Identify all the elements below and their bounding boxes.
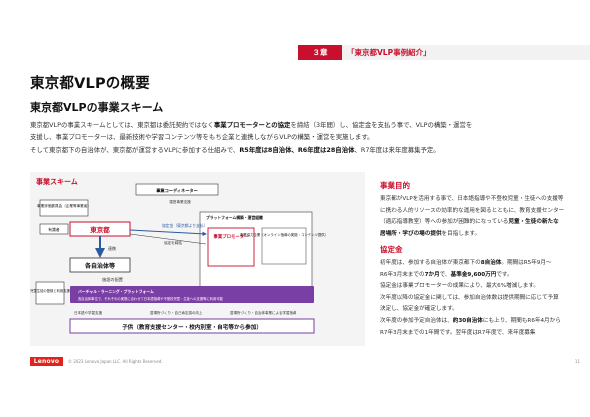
support-mid-text: 居場所づくり・自己肯定感の向上: [150, 310, 203, 315]
agreement-sub-text: 協定を締結: [164, 240, 182, 245]
partners-box: [261, 227, 307, 265]
purpose-heading: 事業目的: [380, 181, 410, 190]
funding-section: 協定金 初年度は、参加する自治体が東京都下の8自治体。期間はR5年9月～ R6年…: [380, 244, 580, 339]
page-number: 11: [574, 359, 580, 364]
children-box: [69, 318, 315, 334]
support-right-text: 居場所づくり・自治体事業による学習指導: [230, 310, 297, 315]
purpose-text: 東京都がVLPを活用する事で、日本語指導や不登校児童・生徒への支援等 に携わる人…: [380, 196, 565, 237]
chapter-number: ３章: [298, 45, 342, 60]
lenovo-logo: Lenovo: [30, 357, 63, 366]
funding-heading: 協定金: [380, 245, 403, 254]
support-left-text: 日本語や学習支援: [74, 310, 102, 315]
learning-platform-sub: 各自治体単位で、それぞれの実態に合わせて日本語指導や不登校児童・生徒への支援等に…: [78, 296, 224, 301]
scheme-diagram-svg: 事業コーディネーター 運営事業支援 事業評価委員会（企業等事業者） 有識者 東京…: [30, 183, 328, 334]
coordinator-box: [135, 183, 219, 196]
council-box: [39, 223, 69, 235]
council-text: 有識者: [48, 227, 60, 232]
page-title: 東京都VLPの概要: [30, 76, 150, 92]
diagram-label: 事業スキーム: [36, 178, 78, 186]
chapter-title: 「東京都VLP事例紹介」: [342, 45, 590, 60]
agreement-text: 協定金（東京都より支払）: [162, 223, 208, 228]
intro-paragraph: 東京都VLPの事業スキームとしては、東京都は委託契約ではなく事業プロモーターとの…: [30, 121, 473, 154]
coordination-support-text: 運営事業支援: [169, 199, 191, 204]
side-registration-box: [35, 281, 65, 305]
committee-text: 事業評価委員会（企業等事業者）: [37, 203, 91, 208]
funding-text: 初年度は、参加する自治体が東京都下の8自治体。期間はR5年9月～ R6年3月末ま…: [380, 260, 561, 336]
promoter-text: 事業プロモーター: [213, 233, 249, 240]
promoter-box: [207, 227, 255, 267]
chapter-bar: ３章 「東京都VLP事例紹介」: [298, 45, 590, 60]
section-title: 東京都VLPの事業スキーム: [30, 101, 164, 114]
cooperation-text: 連携: [108, 245, 116, 251]
municipality-text: 各自治体等: [84, 262, 115, 270]
tokyo-text: 東京都: [90, 225, 110, 234]
municipality-box: [69, 257, 131, 273]
partners-text: 事業協力企業（オンライン指導の実施・コンテンツ提供）: [240, 232, 328, 237]
learning-platform-bar: [70, 286, 314, 303]
coordinator-text: 事業コーディネーター: [156, 187, 198, 194]
platform-title: プラットフォーム構築・運営組織: [206, 215, 263, 220]
learning-platform-title: バーチャル・ラーニング・プラットフォーム: [78, 289, 154, 294]
side-registration-text: 児童生徒の登録と利用支援: [30, 288, 70, 293]
facility-text: 施設の配置: [102, 276, 123, 283]
committee-box: [39, 199, 89, 217]
children-text: 子供（教育支援センター・校内別室・自宅等から参加）: [122, 323, 262, 331]
scheme-diagram: 事業スキーム 事業コーディネーター 運営事業支援 事業評価委員会（企業等事業者）…: [30, 172, 365, 346]
copyright-text: © 2023 Lenovo Japan LLC. All Rights Rese…: [68, 359, 163, 364]
purpose-section: 事業目的 東京都がVLPを活用する事で、日本語指導や不登校児童・生徒への支援等 …: [380, 180, 580, 240]
